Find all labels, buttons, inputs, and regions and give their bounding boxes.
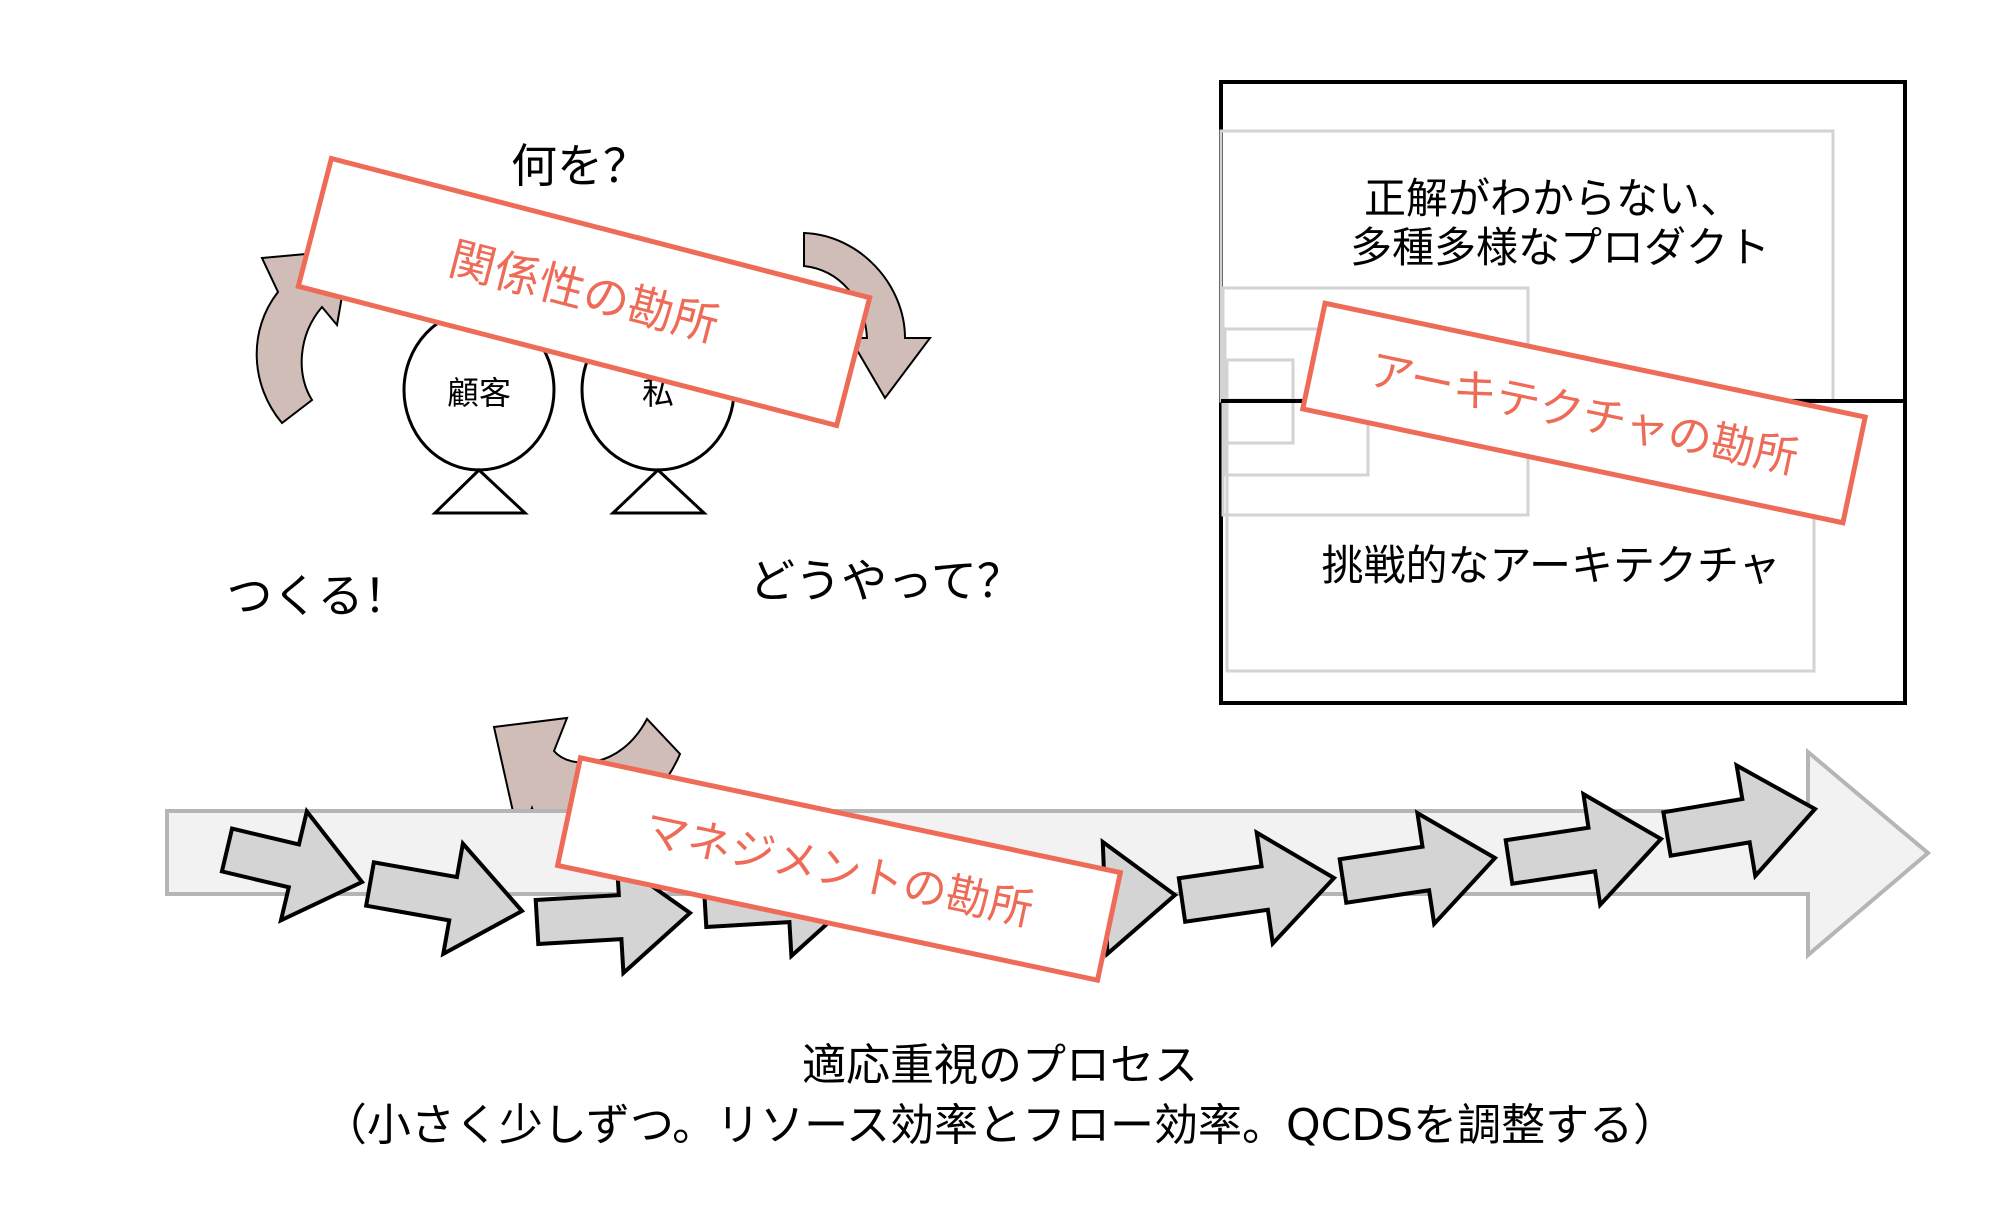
customer-label: 顧客 [447, 374, 511, 412]
step-arrow-icon [219, 806, 366, 924]
relationship-cycle: 顧客 私 何を？ つくる！ どうやって？ 関係性の勘所 [226, 139, 1023, 847]
step-arrow-icon [1176, 828, 1338, 948]
architecture-text: 挑戦的なアーキテクチャ [1321, 541, 1780, 590]
process-section: マネジメントの勘所 適応重視のプロセス （小さく少しずつ。リソース効率とフロー効… [165, 747, 1932, 1151]
relationship-callout: 関係性の勘所 [295, 155, 873, 429]
process-caption-detail: （小さく少しずつ。リソース効率とフロー効率。QCDSを調整する） [323, 1100, 1677, 1151]
architecture-panel: 正解がわからない、 多種多様なプロダクト 挑戦的なアーキテクチャ アーキテクチャ… [1219, 80, 1907, 705]
step-arrow-icon [363, 839, 526, 958]
step-arrow-icon [1337, 809, 1499, 929]
process-caption-title: 適応重視のプロセス [802, 1040, 1198, 1091]
relationship-callout-box [295, 155, 873, 429]
architecture-callout-box [1299, 300, 1869, 526]
customer-figure: 顧客 [402, 308, 556, 515]
make-label: つくる！ [226, 569, 409, 623]
step-arrow-icon [1503, 790, 1665, 910]
question-how: どうやって？ [749, 554, 1023, 608]
management-callout-box [554, 754, 1124, 984]
me-body [609, 467, 708, 515]
step-arrows [219, 761, 1819, 978]
question-what: 何を？ [511, 139, 649, 193]
product-text-line1: 正解がわからない、 [1364, 174, 1742, 223]
customer-body [431, 467, 529, 515]
step-arrow-icon [533, 857, 694, 978]
product-text-line2: 多種多様なプロダクト [1350, 223, 1770, 272]
step-arrow-icon [1661, 761, 1819, 881]
